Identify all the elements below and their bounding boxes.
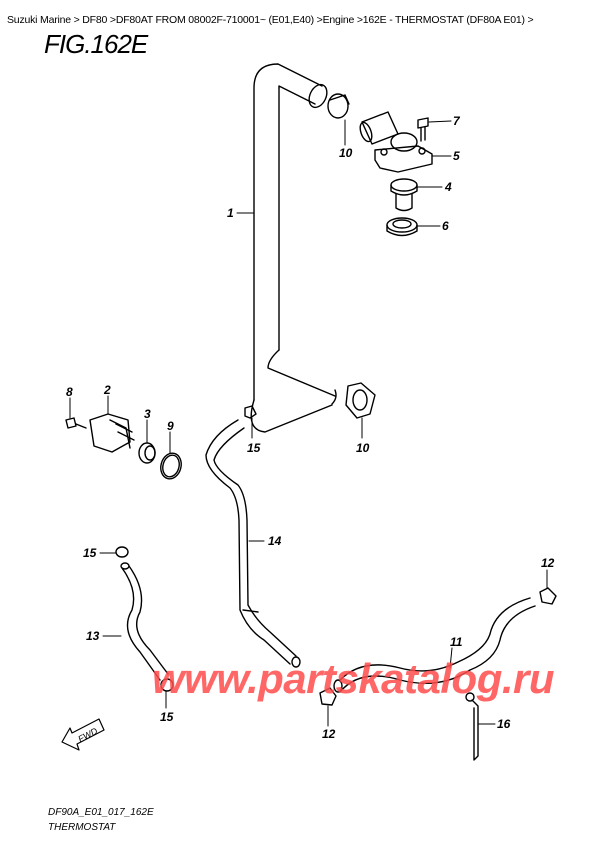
hose-part-11[interactable] bbox=[333, 597, 536, 693]
callout-5[interactable]: 5 bbox=[453, 149, 460, 163]
o-ring-part-9[interactable] bbox=[158, 431, 184, 481]
drawing-name: THERMOSTAT bbox=[48, 822, 116, 833]
hose-part-1[interactable] bbox=[250, 63, 337, 433]
callout-10-bottom[interactable]: 10 bbox=[356, 441, 370, 455]
drawing-code: DF90A_E01_017_162E bbox=[48, 807, 154, 818]
hose-part-13[interactable] bbox=[102, 562, 169, 681]
thermostat-part-4[interactable] bbox=[390, 178, 443, 212]
callout-2[interactable]: 2 bbox=[103, 383, 111, 397]
clamp-part-15-a[interactable] bbox=[244, 405, 257, 439]
callout-10-top[interactable]: 10 bbox=[339, 146, 353, 160]
clamp-part-12-a[interactable] bbox=[319, 687, 337, 727]
callout-15-a[interactable]: 15 bbox=[247, 441, 261, 455]
breadcrumb[interactable]: Suzuki Marine > DF80 >DF80AT FROM 08002F… bbox=[7, 14, 534, 26]
callout-4[interactable]: 4 bbox=[444, 180, 452, 194]
bolt-part-7[interactable] bbox=[417, 117, 452, 142]
hose-part-14[interactable] bbox=[205, 419, 301, 668]
clamp-part-10-top[interactable] bbox=[327, 93, 350, 146]
callout-6[interactable]: 6 bbox=[442, 219, 449, 233]
callout-1[interactable]: 1 bbox=[227, 206, 234, 220]
bolt-part-8[interactable] bbox=[65, 397, 87, 429]
callout-15-c[interactable]: 15 bbox=[160, 710, 174, 724]
fwd-arrow-icon bbox=[61, 718, 105, 751]
seal-part-3[interactable] bbox=[138, 419, 156, 464]
callout-11[interactable]: 11 bbox=[450, 635, 463, 649]
callout-16[interactable]: 16 bbox=[497, 717, 511, 731]
cable-tie-part-16[interactable] bbox=[465, 692, 496, 761]
clamp-part-10-bottom[interactable] bbox=[345, 382, 376, 439]
callout-13[interactable]: 13 bbox=[86, 629, 100, 643]
clamp-part-15-c[interactable] bbox=[160, 678, 174, 709]
callout-12-left[interactable]: 12 bbox=[322, 727, 336, 741]
callout-3[interactable]: 3 bbox=[144, 407, 151, 421]
callout-7[interactable]: 7 bbox=[453, 114, 461, 128]
clamp-part-12-b[interactable] bbox=[539, 569, 557, 605]
callout-12-right[interactable]: 12 bbox=[541, 556, 555, 570]
clamp-part-15-b[interactable] bbox=[99, 546, 129, 558]
seal-part-6[interactable] bbox=[386, 217, 441, 237]
callout-8[interactable]: 8 bbox=[66, 385, 73, 399]
watermark: www.partskatalog.ru bbox=[152, 655, 555, 702]
callout-15-b[interactable]: 15 bbox=[83, 546, 97, 560]
housing-part-2[interactable] bbox=[89, 395, 135, 453]
thermostat-cover-part-5[interactable] bbox=[358, 111, 452, 173]
callout-14[interactable]: 14 bbox=[268, 534, 282, 548]
figure-title: FIG.162E bbox=[44, 29, 148, 59]
callout-9[interactable]: 9 bbox=[167, 419, 174, 433]
